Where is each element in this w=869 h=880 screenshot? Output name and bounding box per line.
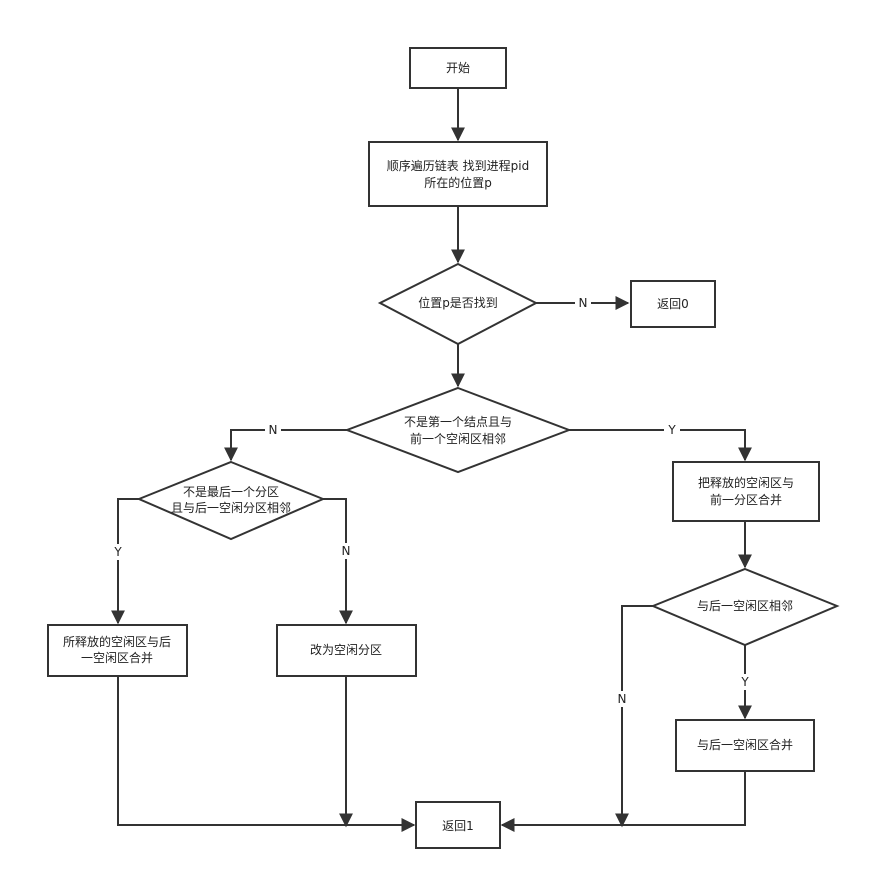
edges [111, 88, 752, 832]
node-adj-next-label: 与后一空闲区相邻 [697, 599, 793, 613]
node-notlast-line1: 不是最后一个分区 [183, 485, 279, 499]
node-start: 开始 [409, 47, 507, 89]
node-merge-next: 所释放的空闲区与后 一空闲区合并 [47, 624, 188, 677]
edge-label-found-no: N [579, 296, 588, 310]
node-merge-after-label: 与后一空闲区合并 [697, 737, 793, 752]
node-notfirst-decision: 不是第一个结点且与 前一个空闲区相邻 [344, 386, 572, 474]
node-traverse-line2: 所在的位置p [424, 175, 492, 190]
node-notfirst-line1: 不是第一个结点且与 [404, 415, 512, 429]
edge-notfirst-no [224, 429, 347, 462]
edge-mergeafter-return1 [500, 771, 746, 832]
edge-notfirst-yes [569, 429, 752, 462]
node-merge-prev: 把释放的空闲区与 前一分区合并 [672, 461, 820, 522]
node-traverse: 顺序遍历链表 找到进程pid 所在的位置p [368, 141, 548, 207]
edge-adj-no [615, 605, 653, 828]
node-start-label: 开始 [446, 61, 470, 75]
node-traverse-line1: 顺序遍历链表 找到进程pid [387, 158, 529, 173]
node-found-decision: 位置p是否找到 [377, 262, 539, 346]
node-make-free-label: 改为空闲分区 [310, 643, 382, 657]
node-notlast-line2: 且与后一空闲分区相邻 [171, 501, 291, 515]
node-make-free: 改为空闲分区 [276, 624, 417, 677]
node-return1-label: 返回1 [442, 819, 474, 833]
node-merge-prev-line2: 前一分区合并 [710, 492, 782, 507]
node-merge-next-line1: 所释放的空闲区与后 [63, 634, 171, 649]
edge-notlast-yes [111, 498, 139, 625]
edge-label-notfirst-no: N [269, 423, 278, 437]
node-merge-next-line2: 一空闲区合并 [81, 650, 153, 665]
node-adj-next-decision: 与后一空闲区相邻 [650, 567, 840, 647]
node-return0: 返回0 [630, 280, 716, 328]
edge-label-notfirst-yes: Y [667, 423, 676, 437]
edge-labels: N N Y Y N Y N [110, 295, 753, 707]
edge-label-adj-yes: Y [740, 675, 749, 689]
node-notfirst-line2: 前一个空闲区相邻 [410, 431, 506, 446]
edge-mergenext-return1 [117, 676, 416, 832]
node-found-label: 位置p是否找到 [418, 295, 498, 310]
node-notlast-decision: 不是最后一个分区 且与后一空闲分区相邻 [136, 460, 326, 541]
edge-label-adj-no: N [618, 692, 627, 706]
node-return1: 返回1 [415, 801, 501, 849]
edge-label-notlast-no: N [342, 544, 351, 558]
edge-notlast-no [323, 498, 353, 625]
node-return0-label: 返回0 [657, 297, 689, 311]
edge-label-notlast-yes: Y [113, 545, 122, 559]
node-merge-after: 与后一空闲区合并 [675, 719, 815, 772]
node-merge-prev-line1: 把释放的空闲区与 [698, 475, 794, 490]
